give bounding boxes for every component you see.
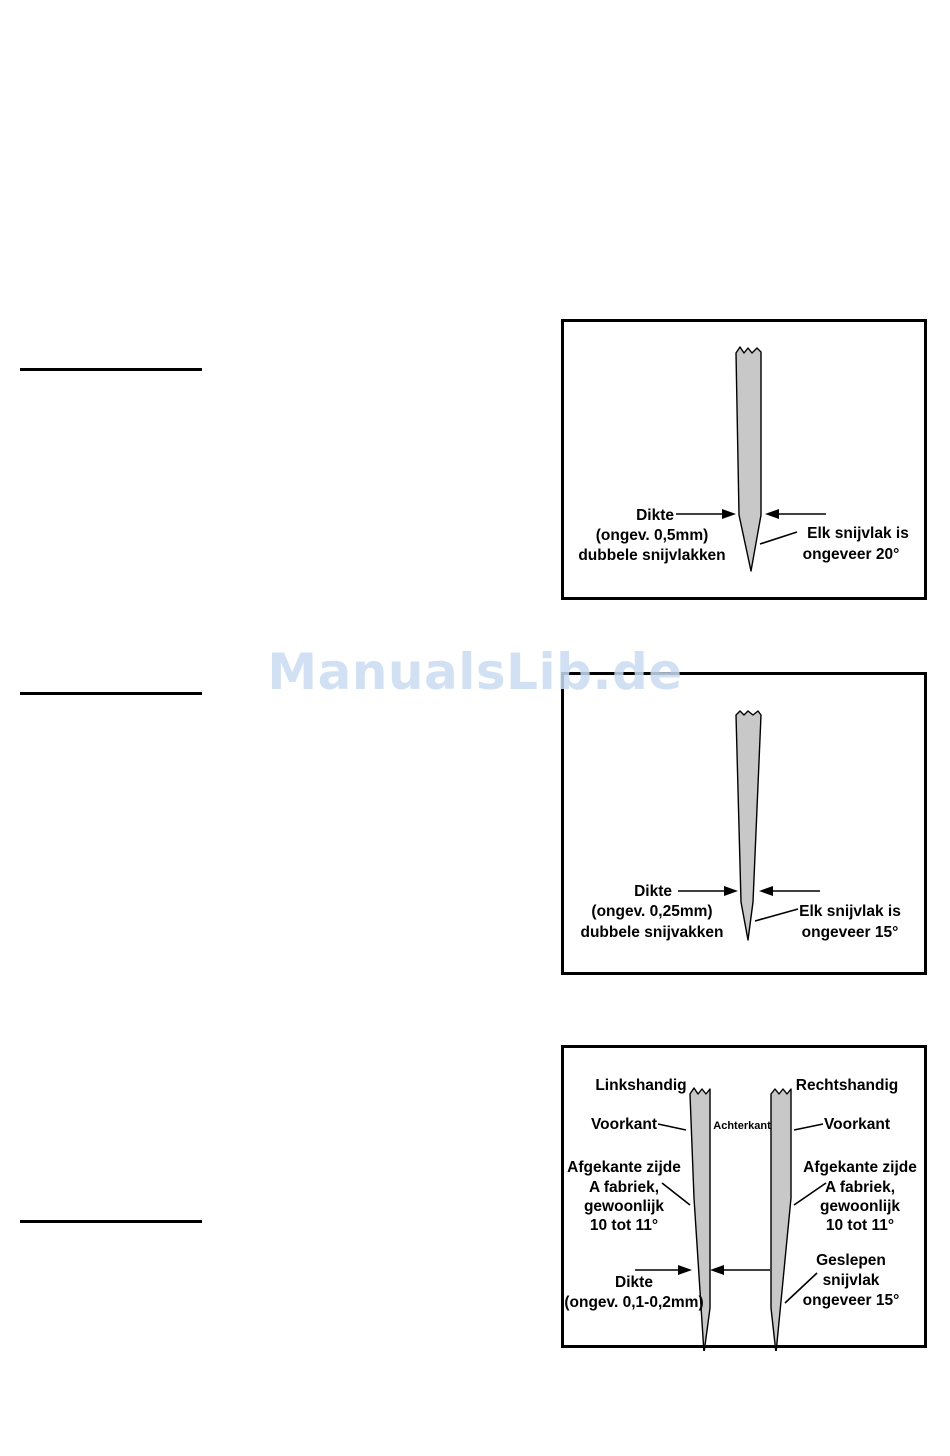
figure-2-drawing: Dikte (ongev. 0,25mm) dubbele snijvakken… bbox=[581, 710, 901, 941]
label-thickness: Dikte bbox=[636, 507, 674, 524]
label-thickness: Dikte bbox=[615, 1274, 653, 1291]
label-front-right: Voorkant bbox=[824, 1116, 890, 1133]
label-thickness-approx: (ongev. 0,25mm) bbox=[591, 903, 712, 920]
label-double-bevels: dubbele snijvakken bbox=[581, 924, 724, 941]
label-left-handed: Linkshandig bbox=[595, 1077, 686, 1094]
bevel-leader bbox=[754, 908, 799, 922]
thickness-arrow-right-head bbox=[765, 509, 779, 519]
label-right-bevel-line-4: 10 tot 11° bbox=[826, 1217, 894, 1234]
figure-1-drawing: Dikte (ongev. 0,5mm) dubbele snijvlakken… bbox=[578, 346, 909, 572]
label-right-bevel-line-1: Afgekante zijde bbox=[803, 1159, 917, 1176]
label-front-left: Voorkant bbox=[591, 1116, 657, 1133]
thickness-arrow-left-head bbox=[724, 886, 738, 896]
leader-bevel-left bbox=[661, 1182, 691, 1206]
label-thickness-approx: (ongev. 0,1-0,2mm) bbox=[564, 1294, 703, 1311]
label-ground-bevel-line-1: Geslepen bbox=[816, 1252, 886, 1269]
label-left-bevel-line-2: A fabriek, bbox=[589, 1179, 659, 1196]
label-thickness: Dikte bbox=[634, 883, 672, 900]
figure-double-bevel-15: Dikte (ongev. 0,25mm) dubbele snijvakken… bbox=[561, 672, 927, 975]
label-ground-bevel-line-2: snijvlak bbox=[823, 1272, 880, 1289]
label-each-bevel: Elk snijvlak is bbox=[799, 903, 901, 920]
label-each-bevel-angle: ongeveer 20° bbox=[803, 546, 900, 563]
label-thickness-approx: (ongev. 0,5mm) bbox=[596, 527, 709, 544]
leader-bevel-right bbox=[793, 1182, 827, 1206]
needle-blade bbox=[735, 346, 762, 572]
needle-blade bbox=[735, 710, 762, 941]
thickness-arrow-right-head bbox=[759, 886, 773, 896]
figure-double-bevel-20: Dikte (ongev. 0,5mm) dubbele snijvlakken… bbox=[561, 319, 927, 600]
label-left-bevel-line-1: Afgekante zijde bbox=[567, 1159, 681, 1176]
bevel-leader bbox=[759, 531, 798, 545]
leader-ground-bevel bbox=[784, 1272, 818, 1304]
figure-single-bevel-handedness: Linkshandig Rechtshandig Voorkant Achter… bbox=[561, 1045, 927, 1351]
section-divider-2 bbox=[20, 692, 202, 695]
needle-blade-left-handed bbox=[689, 1087, 711, 1351]
label-each-bevel: Elk snijvlak is bbox=[807, 525, 909, 542]
label-right-bevel-line-3: gewoonlijk bbox=[820, 1198, 900, 1215]
thickness-arrow-right-head bbox=[710, 1265, 724, 1275]
section-divider-1 bbox=[20, 368, 202, 371]
label-ground-bevel-line-3: ongeveer 15° bbox=[803, 1292, 900, 1309]
label-double-bevels: dubbele snijvlakken bbox=[578, 547, 725, 564]
label-left-bevel-line-3: gewoonlijk bbox=[584, 1198, 664, 1215]
label-left-bevel-line-4: 10 tot 11° bbox=[590, 1217, 658, 1234]
thickness-arrow-left-head bbox=[678, 1265, 692, 1275]
leader-front-right bbox=[793, 1123, 824, 1131]
section-divider-3 bbox=[20, 1220, 202, 1223]
label-right-handed: Rechtshandig bbox=[796, 1077, 898, 1094]
thickness-arrow-left-head bbox=[722, 509, 736, 519]
leader-front-left bbox=[657, 1123, 687, 1131]
needle-blade-right-handed bbox=[770, 1088, 792, 1351]
figure-3-drawing: Linkshandig Rechtshandig Voorkant Achter… bbox=[564, 1077, 917, 1351]
label-back: Achterkant bbox=[713, 1120, 771, 1132]
label-right-bevel-line-2: A fabriek, bbox=[825, 1179, 895, 1196]
label-each-bevel-angle: ongeveer 15° bbox=[802, 924, 899, 941]
